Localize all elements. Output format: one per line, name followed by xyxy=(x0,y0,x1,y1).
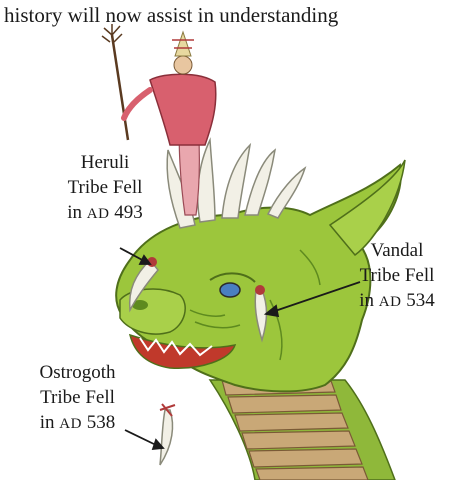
pope-robe xyxy=(150,74,216,145)
label-vandal: Vandal Tribe Fell in AD 534 xyxy=(338,238,456,315)
heruli-line2: Tribe Fell xyxy=(45,175,165,200)
vandal-line3: in AD 534 xyxy=(338,288,456,315)
pope-mitre xyxy=(175,32,191,56)
label-ostrogoth: Ostrogoth Tribe Fell in AD 538 xyxy=(20,360,135,437)
pope-staff xyxy=(112,35,128,140)
dragon-eye xyxy=(220,283,240,297)
ostrogoth-line3: in AD 538 xyxy=(20,410,135,437)
pope-face xyxy=(174,56,192,74)
label-heruli: Heruli Tribe Fell in AD 493 xyxy=(45,150,165,227)
ostrogoth-line2: Tribe Fell xyxy=(20,385,135,410)
vandal-line2: Tribe Fell xyxy=(338,263,456,288)
horn-ostrogoth xyxy=(160,410,173,465)
heruli-line3: in AD 493 xyxy=(45,200,165,227)
heruli-line1: Heruli xyxy=(45,150,165,175)
ostrogoth-line1: Ostrogoth xyxy=(20,360,135,385)
vandal-line1: Vandal xyxy=(338,238,456,263)
